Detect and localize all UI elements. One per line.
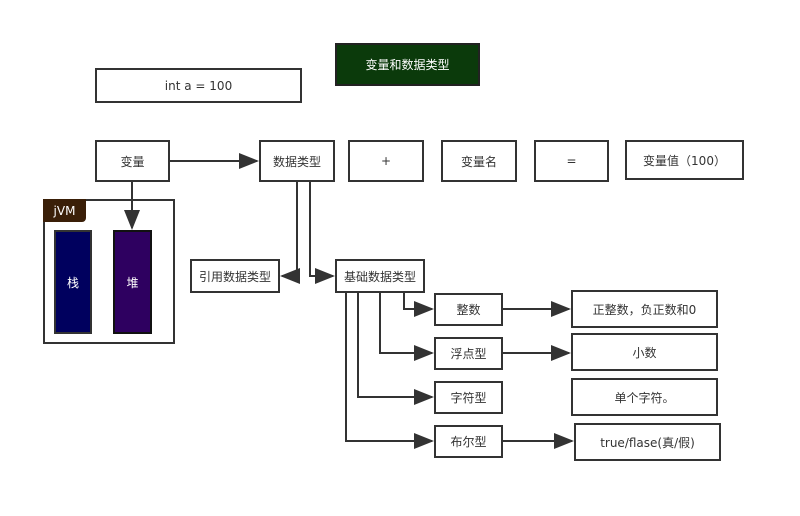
- bool-box: 布尔型: [434, 425, 503, 458]
- float-desc-box: 小数: [571, 333, 718, 371]
- arrow-to-reference: [280, 182, 300, 284]
- varvalue-box: 变量值（100）: [625, 140, 744, 180]
- arrow-to-int: [403, 292, 434, 317]
- float-box: 浮点型: [434, 337, 503, 370]
- equals-box: =: [534, 140, 609, 182]
- int-box: 整数: [434, 293, 503, 326]
- plus-box: +: [348, 140, 424, 182]
- varname-box: 变量名: [441, 140, 517, 182]
- bool-desc-box: true/flase(真/假): [574, 423, 721, 461]
- int-desc-box: 正整数，负正数和0: [571, 290, 718, 328]
- title-box: 变量和数据类型: [335, 43, 480, 86]
- datatype-box: 数据类型: [259, 140, 335, 182]
- arrow-to-char: [357, 292, 434, 405]
- arrow-to-float: [379, 292, 434, 361]
- reference-type-box: 引用数据类型: [190, 259, 280, 293]
- jvm-container: [43, 199, 175, 344]
- arrow-to-primitive: [309, 182, 335, 284]
- example-box: int a = 100: [95, 68, 302, 103]
- arrow-to-bool: [345, 292, 434, 449]
- char-desc-box: 单个字符。: [571, 378, 718, 416]
- primitive-type-box: 基础数据类型: [335, 259, 425, 293]
- jvm-label: jVM: [43, 199, 86, 222]
- heap-box: 堆: [113, 230, 152, 334]
- stack-box: 栈: [54, 230, 92, 334]
- variable-box: 变量: [95, 140, 170, 182]
- char-box: 字符型: [434, 381, 503, 414]
